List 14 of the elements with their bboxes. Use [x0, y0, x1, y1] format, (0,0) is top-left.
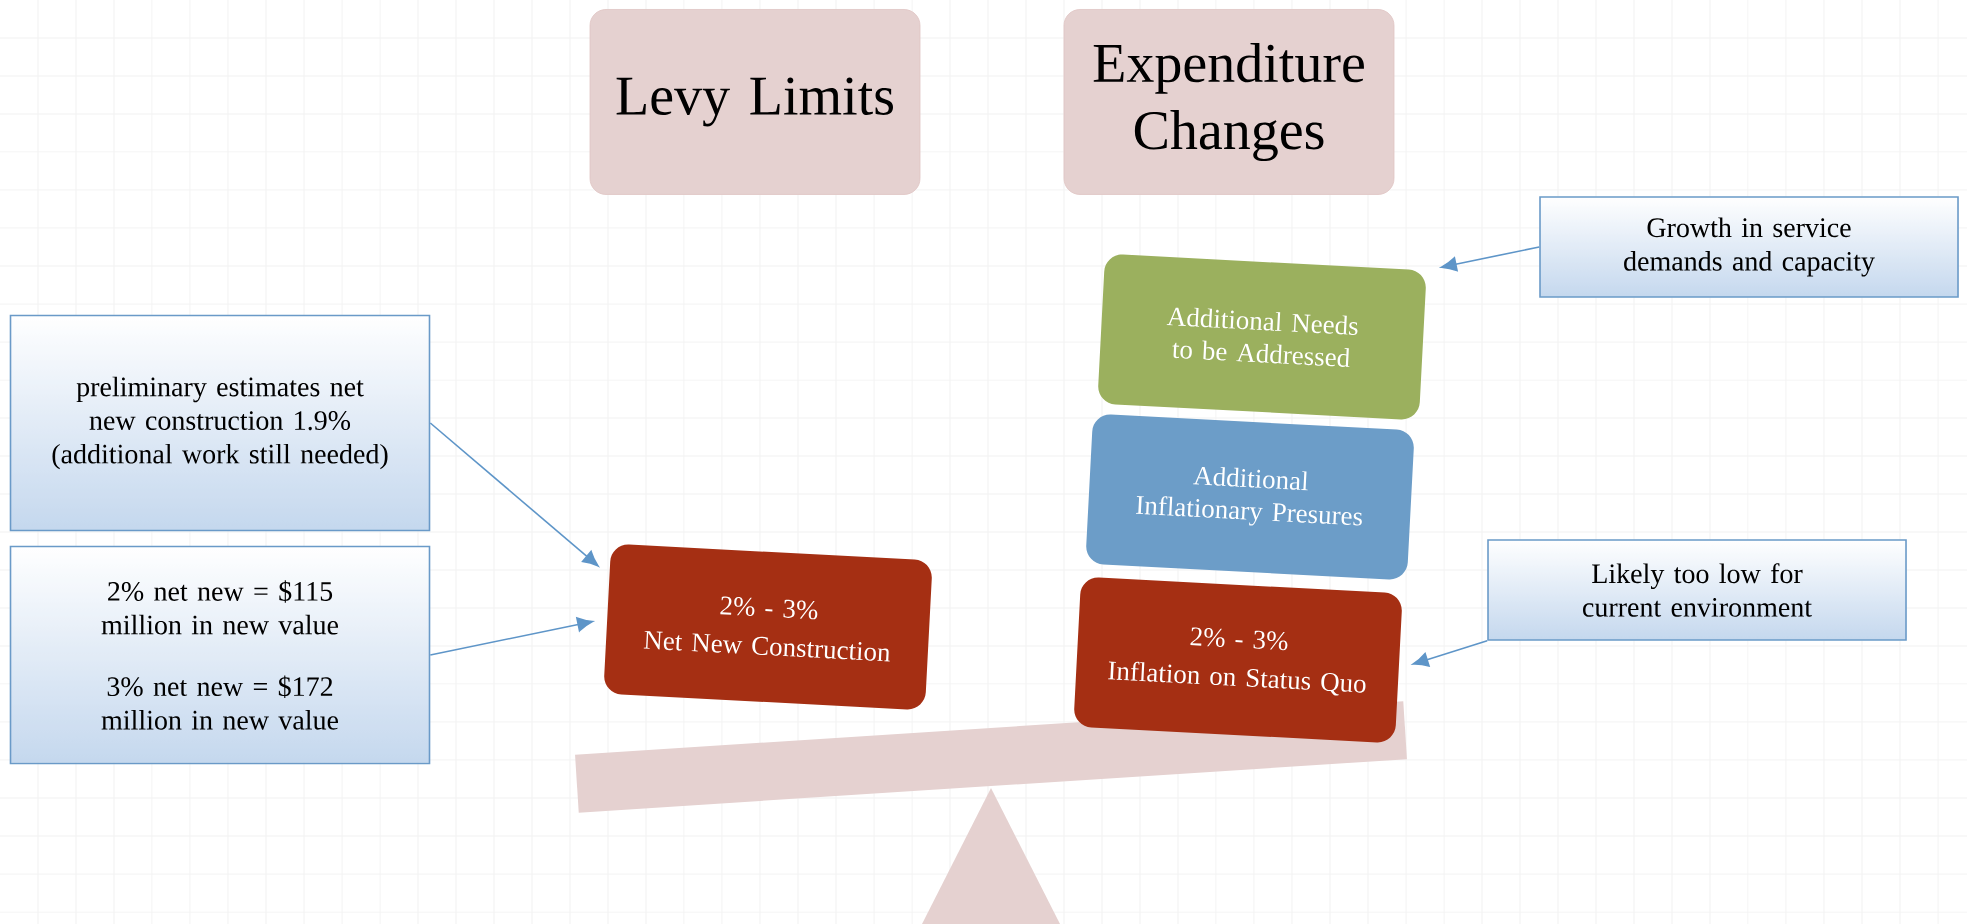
arrow [429, 617, 594, 656]
arrow [429, 422, 599, 567]
tilted-box: Additional Inflationary Presures [1086, 414, 1414, 580]
heading-box: Levy Limits [589, 9, 921, 195]
tilted-box: 2% - 3% Inflation on Status Quo [1074, 577, 1402, 743]
heading-box: Expenditure Changes [1063, 9, 1395, 195]
callout-box: preliminary estimates net new construction 1.9% (additional work still needed) [9, 314, 431, 532]
arrow [1440, 246, 1540, 272]
tilted-box: 2% - 3% Net New Construction [604, 544, 932, 710]
callout-box: Growth in service demands and capacity [1539, 196, 1959, 298]
tilted-box: Additional Needs to be Addressed [1098, 254, 1426, 420]
callout-box: 2% net new = $115 million in new value 3% net new = $172 million in new value [9, 545, 431, 765]
callout-box: Likely too low for current environment [1487, 539, 1907, 641]
arrow [1412, 640, 1488, 667]
